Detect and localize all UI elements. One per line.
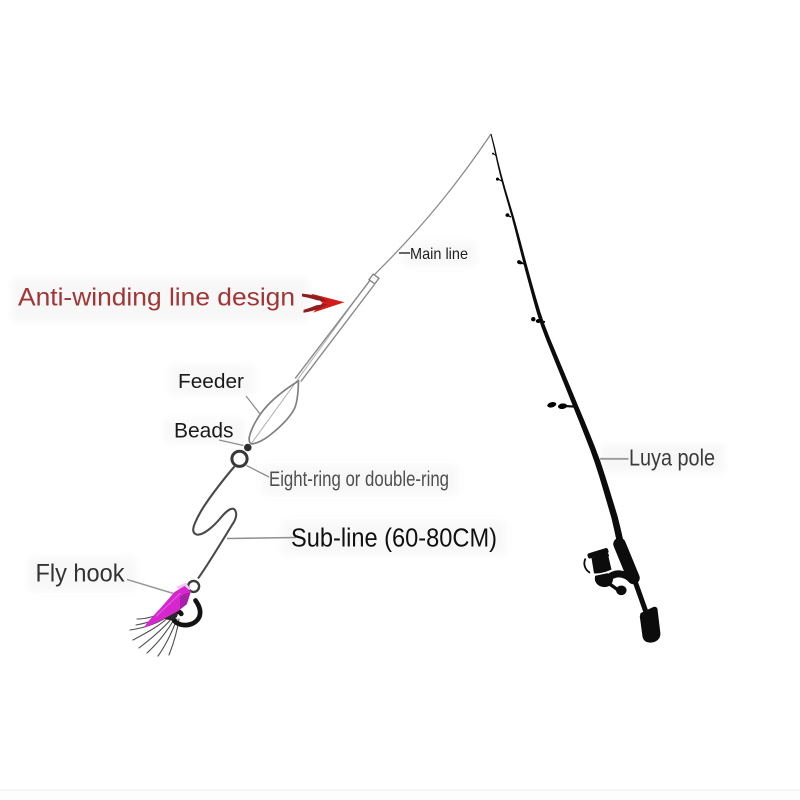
svg-text:Main line: Main line [410, 246, 468, 263]
svg-text:Feeder: Feeder [178, 371, 244, 393]
svg-text:Fly hook: Fly hook [36, 560, 125, 588]
svg-text:Sub-line (60-80CM): Sub-line (60-80CM) [291, 525, 497, 553]
svg-text:Eight-ring or double-ring: Eight-ring or double-ring [269, 468, 449, 491]
svg-text:Beads: Beads [174, 420, 234, 443]
svg-text:Anti-winding line design: Anti-winding line design [18, 284, 295, 312]
svg-text:Luya pole: Luya pole [629, 445, 715, 471]
